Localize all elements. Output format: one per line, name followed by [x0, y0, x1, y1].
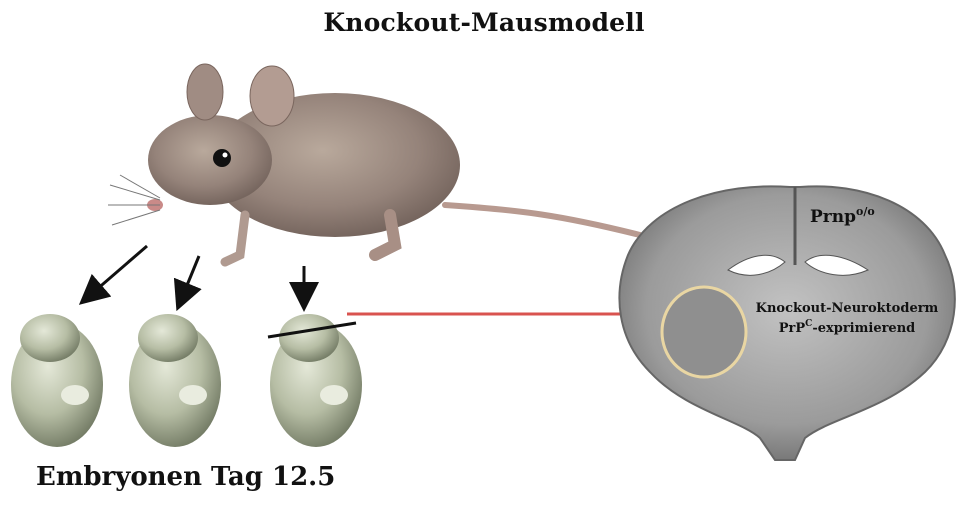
embryo-stage-label: Embryonen Tag 12.5 — [36, 462, 335, 492]
arrow-to-embryo-2 — [181, 256, 199, 300]
mouse-front-leg — [225, 215, 245, 262]
embryo-2 — [129, 314, 221, 447]
mouse-eye — [213, 149, 231, 167]
mouse-illustration — [108, 64, 640, 262]
mouse-ear-right — [250, 66, 294, 126]
mouse-head — [148, 115, 272, 205]
graft-label-line1: Knockout-Neuroktoderm — [756, 301, 939, 316]
graft-region — [662, 287, 746, 377]
mouse-tail — [445, 205, 640, 235]
arrow-to-embryo-1 — [88, 246, 147, 297]
graft-label-line2: PrPC-exprimierend — [779, 319, 916, 336]
embryo-1 — [11, 314, 103, 447]
mouse-ear-left — [187, 64, 223, 120]
